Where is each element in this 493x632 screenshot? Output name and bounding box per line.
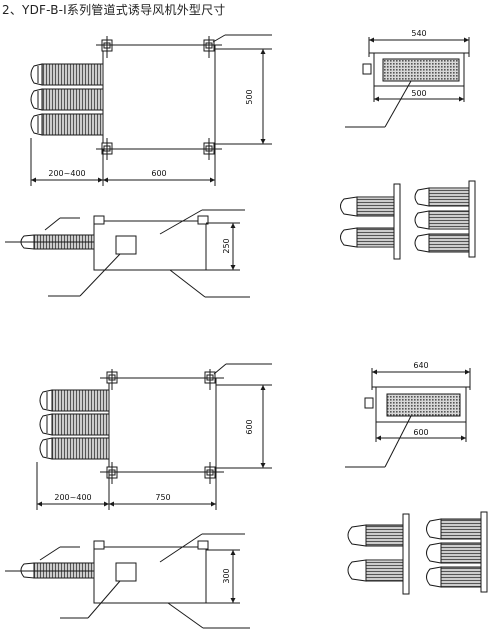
nozzle-coil: [41, 63, 104, 86]
model-2-top-view: [36, 363, 272, 510]
model-1-side-view: [5, 209, 250, 298]
dim-height-label: 300: [222, 568, 231, 583]
page-title: 2、YDF-B-Ⅰ系列管道式诱导风机外型尺寸: [2, 3, 226, 17]
model-1-top-view: [30, 34, 272, 186]
nozzle-coil: [356, 196, 395, 217]
unit-body: [108, 377, 217, 473]
nozzle-coil: [428, 233, 470, 253]
nozzle-coil: [365, 524, 404, 547]
model-1-front-view: [345, 37, 470, 128]
dim-width-label: 600: [245, 419, 254, 434]
unit-body: [93, 546, 207, 604]
nozzle-coil: [51, 389, 110, 412]
model-2-front-view: [345, 368, 471, 468]
dim-inner-label: 500: [411, 89, 426, 98]
model-2-nozzle-view: [347, 511, 488, 595]
model-2-side-view: [5, 533, 250, 629]
dim-length-label: 600: [151, 169, 166, 178]
unit-front: [373, 52, 465, 87]
dim-height-label: 250: [222, 238, 231, 253]
unit-body: [93, 220, 207, 271]
nozzle-coil: [440, 518, 482, 540]
dim-length-label: 750: [155, 493, 170, 502]
front-grille: [382, 58, 460, 82]
nozzle-coil: [356, 227, 395, 248]
dim-width-label: 500: [245, 89, 254, 104]
nozzle-coil: [51, 437, 110, 460]
inspection-panel: [115, 562, 137, 582]
dim-nozzle-label: 200~400: [48, 169, 85, 178]
nozzle-coil: [41, 88, 104, 111]
dim-outer-label: 540: [411, 29, 426, 38]
dim-outer-label: 640: [413, 361, 428, 370]
nozzle-coil: [41, 113, 104, 136]
dim-nozzle-label: 200~400: [54, 493, 91, 502]
nozzle-coil: [51, 413, 110, 436]
nozzle-coil: [440, 566, 482, 588]
nozzle-coil: [428, 187, 470, 207]
unit-front: [375, 386, 467, 423]
inspection-panel: [115, 235, 137, 255]
front-grille: [386, 393, 461, 417]
unit-body: [102, 44, 216, 150]
nozzle-coil: [440, 542, 482, 564]
nozzle-coil: [428, 210, 470, 230]
dim-inner-label: 600: [413, 428, 428, 437]
model-1-nozzle-view: [340, 180, 476, 260]
nozzle-coil: [365, 559, 404, 582]
